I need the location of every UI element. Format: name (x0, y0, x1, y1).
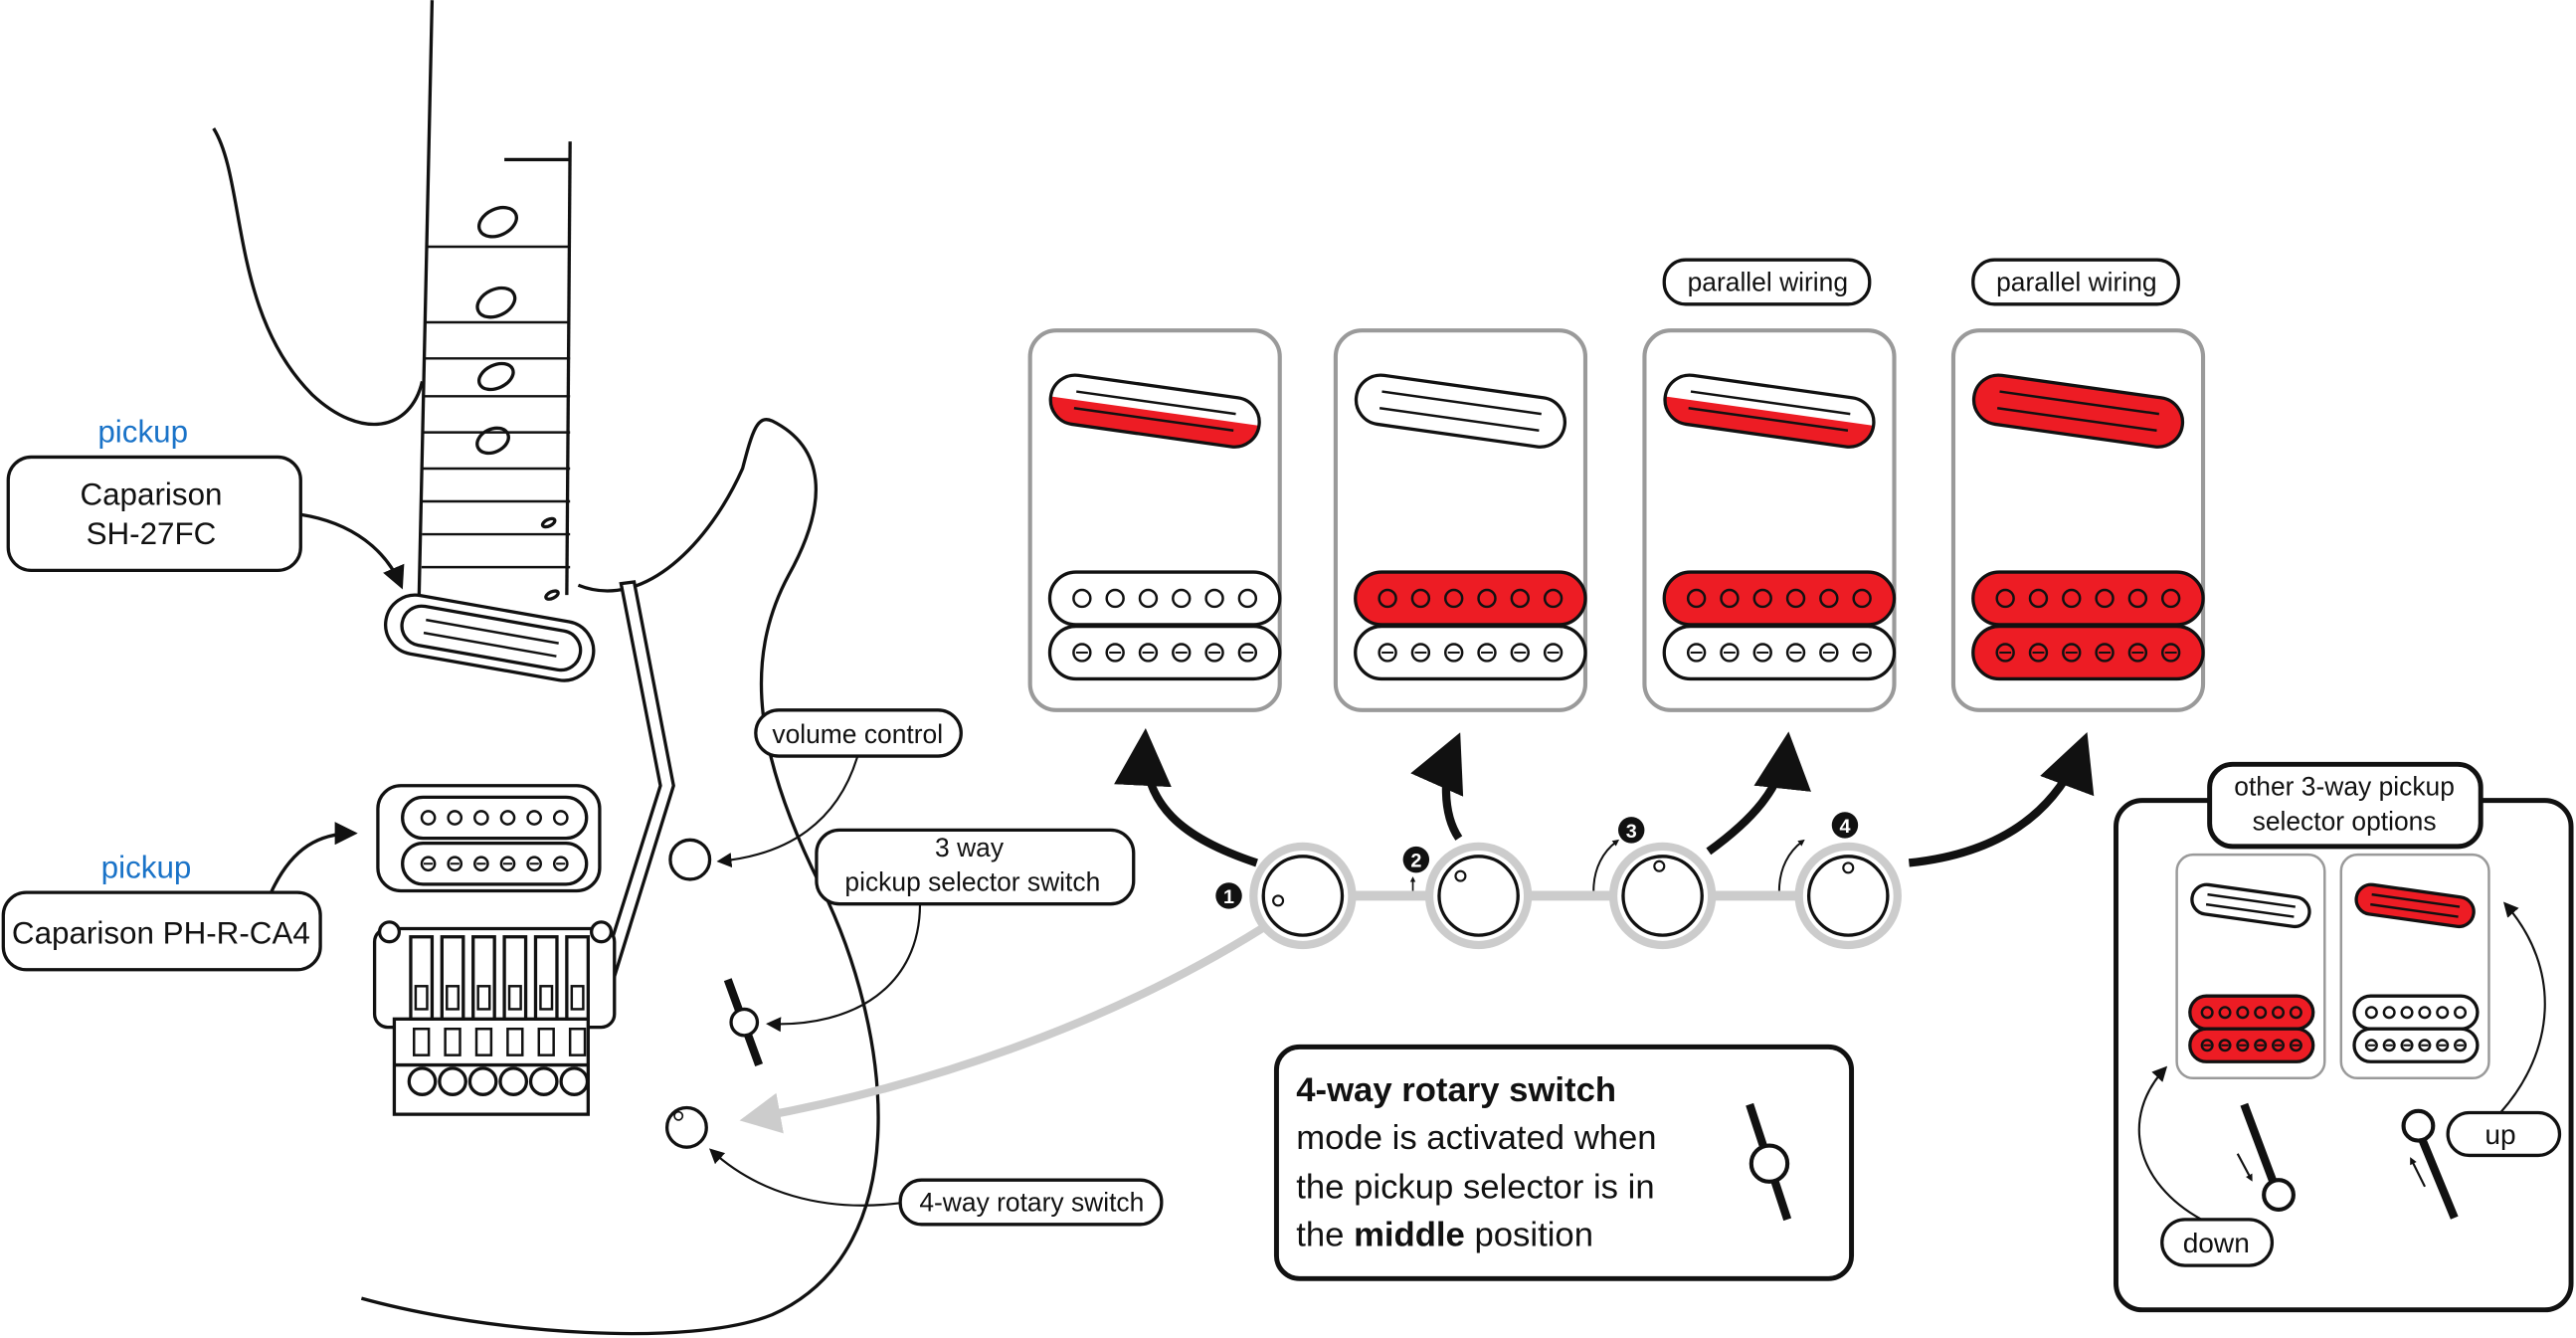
humbucker-coil (1354, 624, 1587, 681)
position-number-badge: 1 (1215, 882, 1242, 909)
svg-text:parallel wiring: parallel wiring (1996, 268, 2156, 297)
neck-pickup-model-box (6, 455, 302, 573)
rotary-switch-label-box (898, 1178, 1164, 1227)
svg-text:2: 2 (1410, 851, 1421, 872)
info-line2: the pickup selector is in (1296, 1168, 1654, 1206)
single-coil-pickup (2354, 882, 2477, 929)
svg-text:1: 1 (1223, 886, 1234, 908)
humbucker-coil (1662, 624, 1897, 681)
rotary-position-knob-2[interactable]: 2 (1402, 842, 1533, 950)
bridge-pickup-caption: pickup (101, 850, 192, 884)
single-coil-pickup (2190, 882, 2311, 929)
up-option-card (2339, 853, 2490, 1080)
single-coil-pickup (1047, 373, 1261, 451)
info-line3: the middle position (1296, 1216, 1593, 1253)
neck-pickup-caption: pickup (97, 415, 188, 450)
parallel-wiring-tag: parallel wiring (1971, 258, 2180, 306)
humbucker-coil (1047, 624, 1282, 681)
humbucker-coil (1971, 624, 2205, 681)
single-coil-pickup (1661, 373, 1876, 451)
humbucker-coil (2352, 1027, 2480, 1063)
humbucker-coil (2352, 994, 2480, 1031)
parallel-wiring-tag: parallel wiring (1662, 258, 1872, 306)
neck-pickup-graphic (384, 593, 596, 682)
position-arrow (1706, 731, 1811, 856)
humbucker-coil (1047, 570, 1282, 627)
info-title: 4-way rotary switch (1296, 1071, 1616, 1109)
neck-pickup-model-line2: SH-27FC (87, 516, 217, 551)
svg-text:3: 3 (1626, 821, 1637, 843)
volume-knob[interactable] (668, 838, 712, 881)
bridge-pickup-model: Caparison PH-R-CA4 (12, 915, 310, 950)
position-card-1 (1027, 328, 1282, 867)
humbucker-coil (1971, 570, 2205, 627)
single-coil-pickup (1970, 371, 2186, 451)
pickup-selector-switch[interactable] (723, 978, 764, 1066)
fretboard-frets (421, 245, 571, 569)
selector-switch-label-line1: 3 way (935, 833, 1005, 862)
selector-switch-label-box (815, 828, 1136, 906)
position-number-badge: 2 (1402, 846, 1430, 873)
other-title-line2: selector options (2253, 806, 2437, 836)
up-label: up (2484, 1119, 2515, 1150)
humbucker-coil (2188, 994, 2315, 1031)
info-line1: mode is activated when (1296, 1119, 1656, 1157)
down-option-card (2175, 853, 2326, 1080)
down-label: down (2183, 1228, 2250, 1258)
rotary-switch-label: 4-way rotary switch (919, 1188, 1144, 1218)
position-card-4: parallel wiring (1908, 258, 2206, 867)
other-options-panel: other 3-way pickup selector options down… (2114, 761, 2574, 1313)
humbucker-coil (1354, 570, 1587, 627)
position-arrow (1908, 732, 2095, 867)
position-card-2 (1333, 328, 1588, 841)
selector-middle-icon (1746, 1102, 1792, 1222)
bridge-humbucker-graphic (376, 784, 602, 893)
svg-text:4: 4 (1839, 816, 1850, 838)
tremolo-bridge (372, 920, 617, 1116)
bridge-pickup-model-box (1, 890, 322, 972)
svg-text:parallel wiring: parallel wiring (1688, 268, 1848, 297)
position-arrow (1410, 732, 1464, 841)
other-title-line1: other 3-way pickup (2234, 772, 2455, 802)
volume-control-label-box (754, 708, 963, 758)
humbucker-coil (2188, 1027, 2315, 1063)
selector-down-icon (2236, 1102, 2296, 1213)
info-box: 4-way rotary switch mode is activated wh… (1273, 1044, 1855, 1281)
rotary-position-knob-1[interactable]: 1 (1215, 842, 1357, 950)
humbucker-coil (401, 795, 589, 841)
selector-up-icon (2401, 1108, 2459, 1220)
position-arrow (1114, 727, 1258, 867)
rotary-position-knob-4[interactable]: 4 (1777, 812, 1902, 950)
humbucker-coil (1662, 570, 1897, 627)
volume-control-label: volume control (772, 719, 943, 749)
humbucker-coil (401, 841, 589, 886)
selector-switch-label-line2: pickup selector switch (844, 866, 1100, 896)
position-number-badge: 4 (1831, 812, 1859, 839)
neck-pickup-model-line1: Caparison (80, 477, 222, 511)
single-coil-pickup (1354, 373, 1567, 449)
position-number-badge: 3 (1618, 817, 1645, 844)
rotary-switch-knob[interactable] (664, 1105, 708, 1149)
rotary-position-knob-3[interactable]: 3 (1592, 817, 1717, 950)
rotary-to-guitar-arrow (739, 924, 1264, 1134)
fret-inlays (475, 205, 560, 601)
position-card-3: parallel wiring (1642, 258, 1897, 856)
